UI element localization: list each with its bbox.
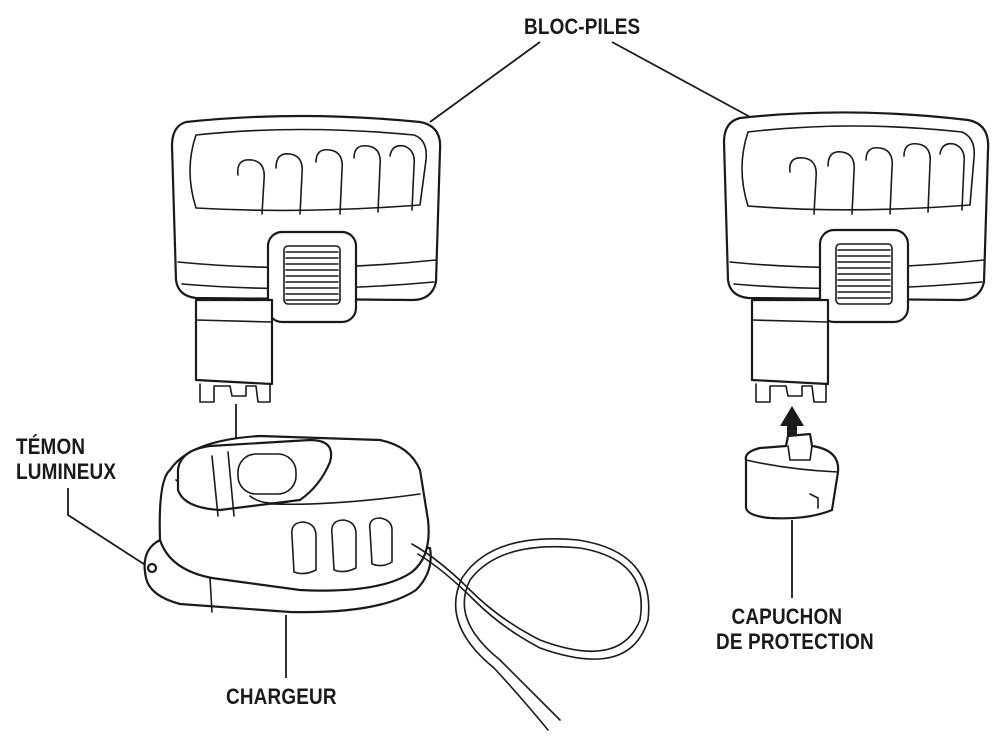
leader-indicator [67, 488, 151, 569]
indicator-light [146, 562, 158, 574]
protective-cap [744, 432, 840, 520]
power-cord [411, 543, 642, 721]
label-battery-packs: BLOC-PILES [524, 14, 641, 39]
battery-pack-right [722, 111, 990, 403]
leader-battery-left [429, 41, 541, 123]
label-protective-cap: CAPUCHON DE PROTECTION [716, 604, 874, 654]
leader-battery-right [611, 41, 753, 119]
arrow-up-icon [780, 406, 804, 440]
label-indicator-light: TÉMON LUMINEUX [16, 434, 117, 484]
label-charger: CHARGEUR [226, 684, 337, 709]
battery-pack-left [170, 114, 442, 403]
charger-base [143, 434, 650, 731]
